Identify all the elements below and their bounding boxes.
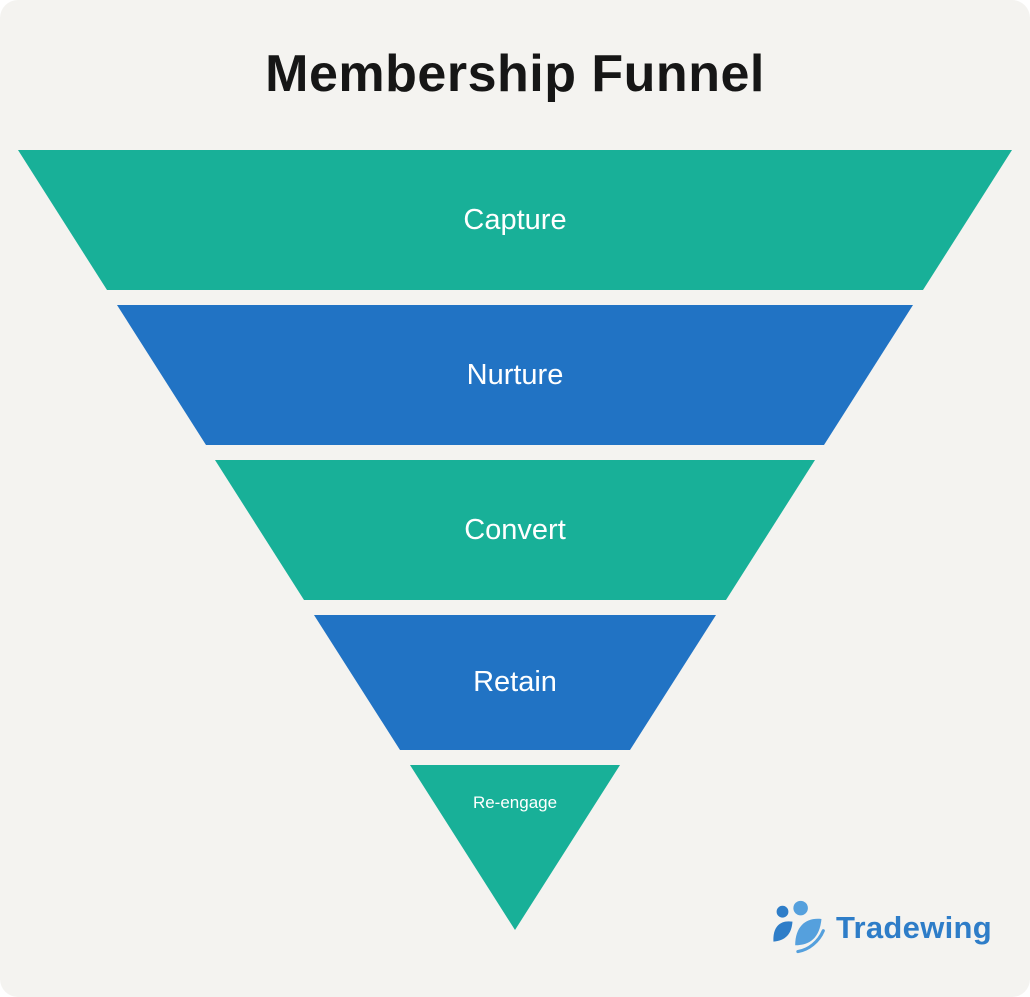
tradewing-logo-icon: [773, 900, 825, 954]
page-title: Membership Funnel: [265, 45, 765, 103]
funnel-stage-label: Nurture: [466, 358, 564, 391]
funnel-stage-label: Capture: [463, 203, 567, 236]
funnel-stage-label: Convert: [464, 513, 566, 546]
funnel-stage-re-engage: Re-engage: [410, 765, 620, 930]
funnel-stage-nurture: Nurture: [117, 305, 913, 445]
funnel-stage-retain: Retain: [314, 615, 716, 750]
funnel-stage-label: Retain: [473, 666, 557, 698]
brand-lockup: Tradewing: [768, 899, 992, 957]
funnel-stage-capture: Capture: [18, 150, 1012, 290]
brand-name: Tradewing: [835, 910, 992, 945]
funnel-stage-label: Re-engage: [472, 793, 558, 812]
funnel-stage-convert: Convert: [215, 460, 815, 600]
